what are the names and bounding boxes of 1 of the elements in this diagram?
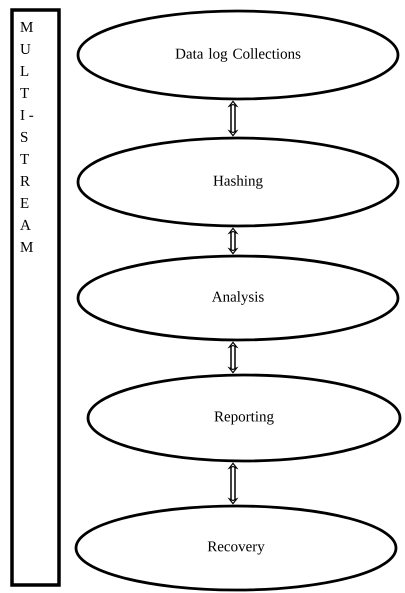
vertical-label-box: M U L T I - S T R E A M xyxy=(10,8,61,587)
